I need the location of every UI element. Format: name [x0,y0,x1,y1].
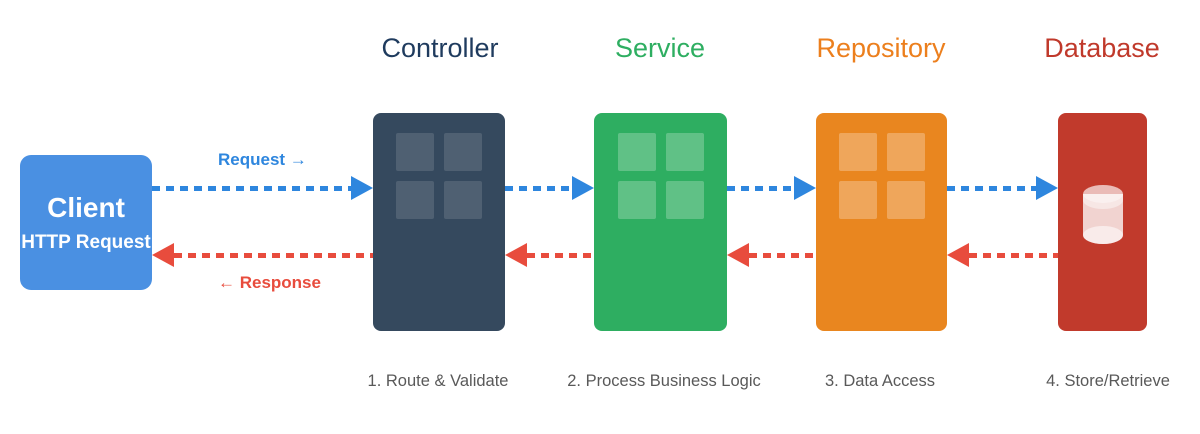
layer-title-repository: Repository [816,33,946,63]
response-arrow-dash [527,252,594,258]
window-grid-icon [838,133,925,219]
window-grid-icon [396,133,482,219]
layer-title-service: Service [614,33,706,63]
response-arrow-dash [749,252,816,258]
caption-repository: 3. Data Access [824,372,936,390]
request-arrow-repository-to-database [947,176,1058,200]
request-arrow-dash [727,185,794,191]
response-arrow-dash [174,252,373,258]
request-flow-label: Request → [218,150,307,169]
caption-controller: 1. Route & Validate [367,372,509,390]
response-arrow-database-to-repository [947,243,1058,267]
arrow-right-icon [1036,176,1058,200]
response-arrow-controller-to-client [152,243,373,267]
arrow-left-icon [152,243,174,267]
request-arrow-client-to-controller [152,176,373,200]
arrow-right-icon [572,176,594,200]
response-flow-label: ← Response [218,273,321,292]
database-box [1058,113,1147,331]
arrow-left-icon [505,243,527,267]
request-arrow-controller-to-service [505,176,594,200]
client-box: Client HTTP Request [20,155,152,290]
arrow-left-icon [947,243,969,267]
request-arrow-dash [947,185,1036,191]
service-box [594,113,727,331]
arrow-right-icon [351,176,373,200]
layer-title-database: Database [1044,33,1160,63]
request-arrow-dash [505,185,572,191]
response-arrow-dash [969,252,1058,258]
controller-box [373,113,505,331]
caption-database: 4. Store/Retrieve [1046,372,1170,390]
repository-box [816,113,947,331]
request-arrow-dash [152,185,351,191]
response-arrow-service-to-controller [505,243,594,267]
arrow-right-icon [794,176,816,200]
arrow-left-icon [727,243,749,267]
database-cylinder-icon [1082,185,1123,244]
window-grid-icon [617,133,704,219]
client-title: Client [47,191,125,223]
request-arrow-service-to-repository [727,176,816,200]
response-arrow-repository-to-service [727,243,816,267]
layer-title-controller: Controller [381,33,499,63]
caption-service: 2. Process Business Logic [567,372,761,390]
client-subtitle: HTTP Request [21,231,151,253]
